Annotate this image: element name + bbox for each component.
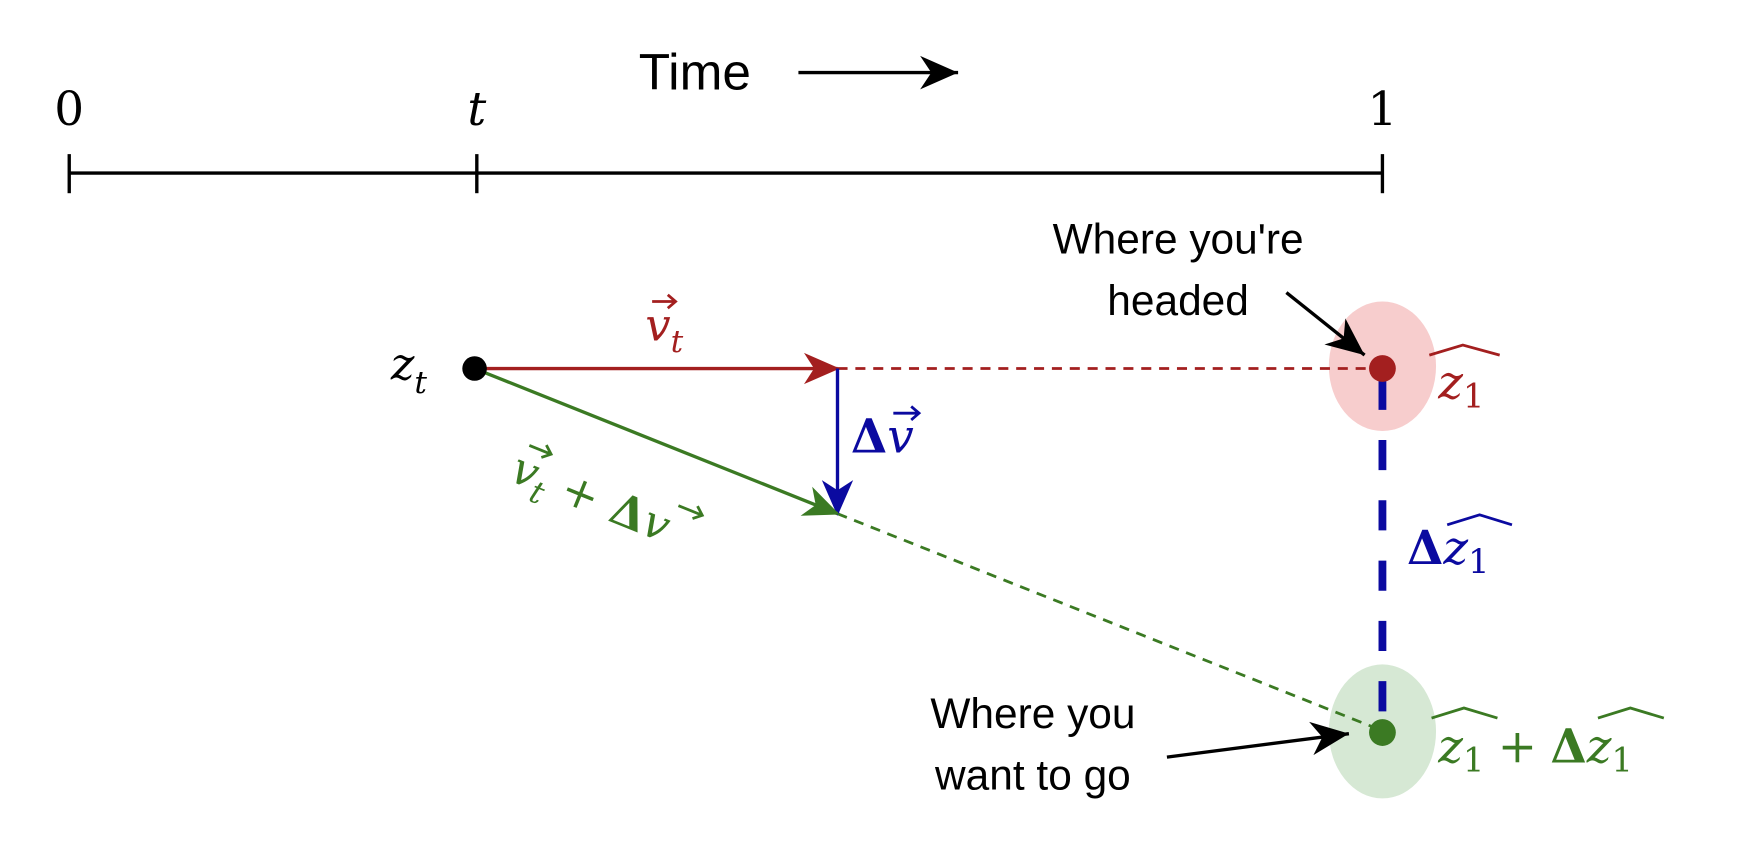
svg-text:Δz1: Δz1 xyxy=(1407,521,1489,581)
timeline-axis xyxy=(67,154,1385,194)
corrected-velocity-arrow xyxy=(473,366,840,516)
vector-arrow-icon xyxy=(893,405,922,421)
delta-z1-hat-label: Δz1 xyxy=(1407,513,1513,581)
z-t-point xyxy=(462,356,487,381)
headed-annotation-line1: Where you're xyxy=(1053,215,1304,262)
want-annotation-line2: want to go xyxy=(934,752,1131,799)
tick-label-0: 0 xyxy=(54,82,84,137)
svg-text:vt+Δv: vt+Δv xyxy=(501,441,678,560)
want-pointer-arrow xyxy=(1166,721,1350,759)
z1-target-point xyxy=(1369,719,1396,746)
svg-text:z1: z1 xyxy=(1437,356,1484,416)
hat-icon xyxy=(1428,343,1501,357)
hat-icon xyxy=(1446,513,1513,527)
tick-label-t: t xyxy=(467,82,486,137)
z1-hat-point xyxy=(1369,355,1396,382)
hat-icon xyxy=(1597,706,1665,720)
tick-label-1: 1 xyxy=(1368,82,1398,137)
green-dashed-extension xyxy=(836,512,1377,730)
z-t-label: zt xyxy=(390,339,428,401)
time-label: Time xyxy=(639,43,751,100)
svg-text:Δv: Δv xyxy=(851,409,914,464)
headed-pointer-arrow xyxy=(1285,291,1366,357)
delta-v-label: Δv xyxy=(851,405,922,464)
v-t-plus-delta-v-label: vt+Δv xyxy=(501,441,705,560)
svg-text:z1+Δz1: z1+Δz1 xyxy=(1437,720,1633,780)
hat-icon xyxy=(1431,706,1498,720)
want-annotation-line1: Where you xyxy=(930,690,1135,737)
v-t-label: vt xyxy=(645,293,684,360)
svg-text:vt: vt xyxy=(645,300,683,360)
z1-hat-plus-delta-label: z1+Δz1 xyxy=(1431,706,1665,780)
vector-arrow-icon xyxy=(652,293,678,310)
headed-annotation-line2: headed xyxy=(1107,277,1249,324)
z1-hat-label: z1 xyxy=(1428,343,1501,416)
